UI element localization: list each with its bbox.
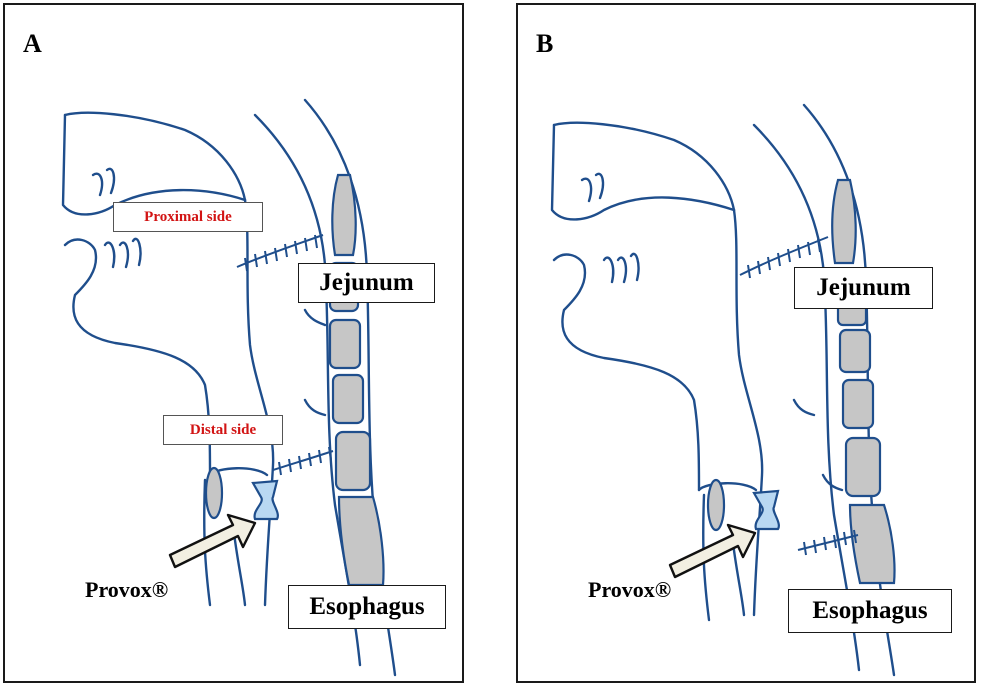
tracheal-ring — [706, 478, 726, 532]
distal-side-label: Distal side — [163, 415, 283, 445]
nose-tip — [550, 123, 736, 221]
mouth-outline — [552, 253, 701, 492]
provox-valve — [752, 489, 780, 531]
provox-arrow — [668, 523, 757, 579]
panel-label-a: A — [23, 29, 42, 58]
panel-a: A Proximal side Distal side Jejunum Esop… — [3, 3, 464, 683]
mouth-outline — [63, 238, 212, 477]
nasal-outline — [552, 121, 736, 212]
nasal-outline — [63, 111, 247, 202]
provox-label: Provox® — [85, 577, 169, 602]
jejunum-label: Jejunum — [794, 267, 933, 309]
pharynx-front-wall — [732, 208, 764, 617]
panel-b: B Jejunum Esophagus Provox® — [516, 3, 976, 683]
graft-wall — [303, 308, 327, 327]
panel-b-anatomy-drawing — [550, 103, 896, 677]
provox-valve — [251, 479, 279, 521]
pharynx-front-wall — [243, 198, 275, 607]
distal-anastomosis — [272, 450, 334, 471]
distal-anastomosis — [797, 534, 859, 551]
tracheal-ring — [204, 466, 224, 520]
panel-label-b: B — [536, 29, 554, 58]
provox-label: Provox® — [588, 577, 672, 602]
esophagus-label: Esophagus — [288, 585, 446, 629]
panel-a-anatomy-drawing — [61, 98, 397, 677]
proximal-side-label: Proximal side — [113, 202, 263, 232]
trachea — [697, 482, 758, 492]
nose-tip — [61, 113, 247, 216]
jejunum-label: Jejunum — [298, 263, 435, 303]
esophagus-label: Esophagus — [788, 589, 952, 633]
provox-arrow — [168, 513, 257, 569]
